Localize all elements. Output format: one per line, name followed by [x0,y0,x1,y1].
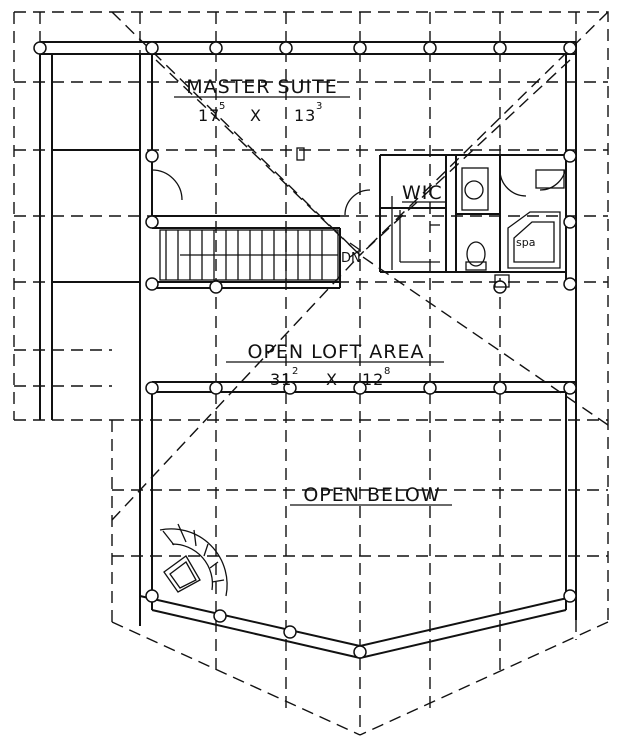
master-suite-dim-sep: X [250,106,262,125]
post-markers [33,41,577,659]
spiral-stair [159,523,228,597]
bath-fixtures [461,167,565,288]
open-loft-dim-b: 12 [362,370,384,389]
wic-shelving [391,196,440,270]
walls [39,41,577,659]
open-loft-dim-a: 31 [270,370,292,389]
staircase [159,229,362,281]
open-below-label: OPEN BELOW [290,484,452,506]
master-suite-name: MASTER SUITE [186,76,338,98]
stair-down-label: DN [341,251,361,266]
open-loft-dim-b-sup: 8 [384,366,390,377]
master-suite-dim-a-sup: 5 [219,101,225,112]
master-suite-dim-a: 17 [198,106,220,125]
master-suite-dim-b: 13 [294,106,316,125]
spa-label: spa [516,236,535,249]
open-loft-name: OPEN LOFT AREA [248,341,425,363]
master-suite-dim-b-sup: 3 [316,101,322,112]
master-suite-label: MASTER SUITE 17 5 X 13 3 [174,76,350,125]
wic-label: WIC [402,182,443,204]
open-below-name: OPEN BELOW [303,484,440,506]
open-loft-dim-sep: X [326,370,338,389]
doors [151,147,567,216]
open-loft-dim-a-sup: 2 [292,366,298,377]
open-loft-label: OPEN LOFT AREA 31 2 X 12 8 [226,341,444,389]
